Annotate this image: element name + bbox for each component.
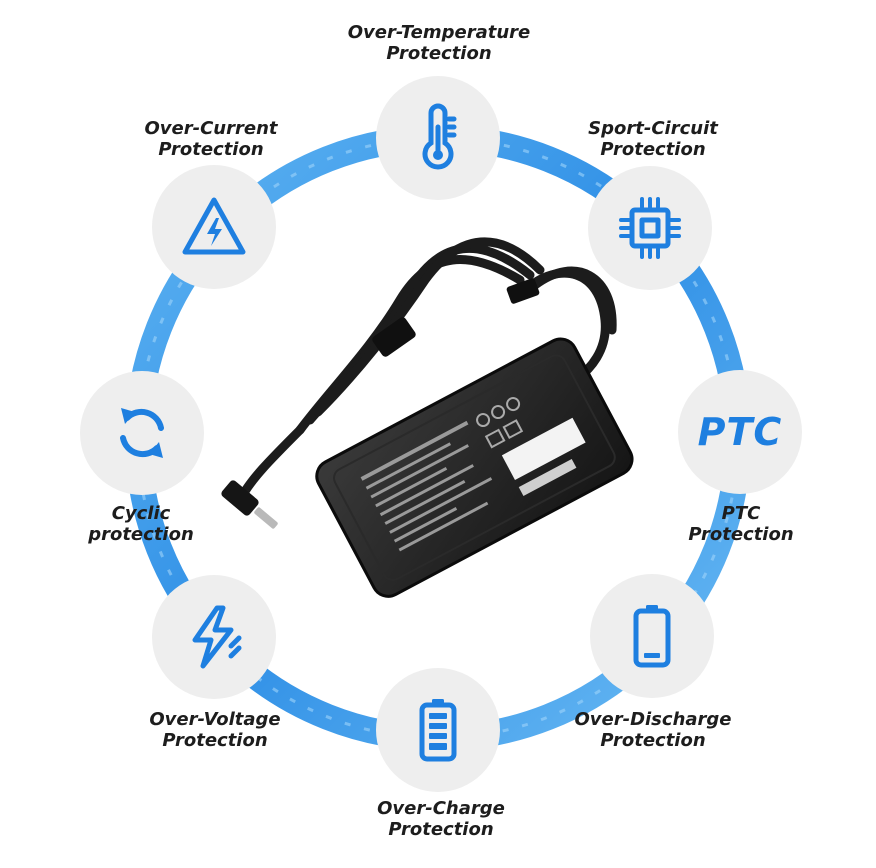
high-voltage-warning-icon [182, 197, 246, 255]
chip-node [588, 166, 712, 290]
battery-low-icon [633, 605, 671, 668]
label-cyclic: Cyclic protection [88, 503, 194, 545]
refresh-cycle-icon [120, 408, 164, 458]
chip-icon [619, 197, 681, 259]
battery-low-node [590, 574, 714, 698]
power-adapter-image [221, 237, 634, 598]
warning-node [152, 165, 276, 289]
thermometer-node [376, 76, 500, 200]
ptc-text-icon: PTC [697, 410, 783, 454]
battery-full-icon [419, 699, 457, 762]
label-over-voltage: Over-Voltage Protection [149, 709, 281, 751]
cycle-node [80, 371, 204, 495]
label-over-temperature: Over-Temperature Protection [347, 22, 531, 64]
label-over-current: Over-Current Protection [144, 118, 278, 160]
battery-full-node [376, 668, 500, 792]
lightning-bolt-icon [192, 605, 242, 669]
ptc-node: PTC [678, 370, 802, 494]
label-ptc: PTC Protection [688, 503, 794, 545]
lightning-node [152, 575, 276, 699]
thermometer-icon [422, 103, 457, 170]
label-over-discharge: Over-Discharge Protection [574, 709, 732, 751]
label-short-circuit: Sport-Circuit Protection [588, 118, 718, 160]
label-over-charge: Over-Charge Protection [377, 798, 505, 840]
